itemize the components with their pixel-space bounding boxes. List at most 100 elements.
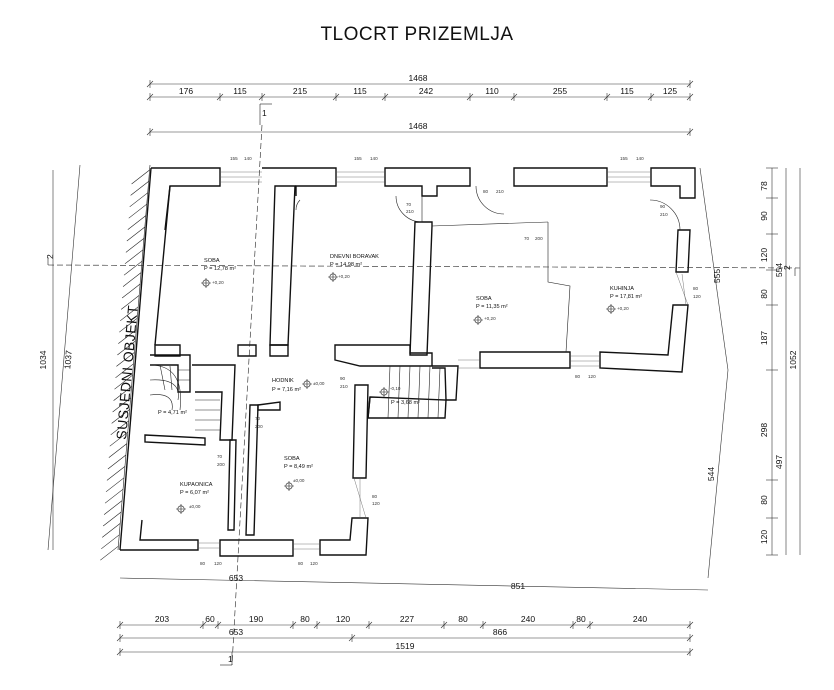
room-hodnik: HODNIK P = 7,16 m² ±0,00 — [272, 378, 325, 393]
svg-text:120: 120 — [588, 374, 596, 379]
svg-text:90: 90 — [660, 204, 666, 209]
svg-text:78: 78 — [759, 181, 769, 191]
svg-text:80: 80 — [372, 494, 378, 499]
dim-top-total-a: 1468 — [409, 73, 428, 83]
svg-text:200: 200 — [255, 424, 263, 429]
svg-text:155: 155 — [620, 156, 628, 161]
dim-top-seg: 255 — [553, 86, 567, 96]
svg-text:200: 200 — [535, 236, 543, 241]
dim-top-seg: 115 — [353, 86, 367, 96]
svg-text:±0,00: ±0,00 — [293, 478, 305, 483]
dim-top-seg: 115 — [620, 86, 634, 96]
svg-text:P = 4,71 m²: P = 4,71 m² — [158, 410, 187, 416]
svg-text:70: 70 — [217, 454, 223, 459]
svg-text:298: 298 — [759, 423, 769, 437]
svg-text:70: 70 — [524, 236, 530, 241]
svg-text:80: 80 — [576, 614, 586, 624]
svg-text:±0,00: ±0,00 — [313, 381, 325, 386]
room-kuhinja: KUHINJA P = 17,81 m² +0,20 — [610, 286, 642, 311]
room-soba-1: SOBA P = 12,78 m² +0,20 — [204, 258, 236, 285]
level-marker-cross — [473, 315, 483, 325]
svg-text:80: 80 — [458, 614, 468, 624]
svg-text:140: 140 — [636, 156, 644, 161]
svg-text:210: 210 — [406, 209, 414, 214]
room-soba-3: SOBA P = 11,35 m² +0,20 — [476, 296, 508, 321]
level-markers — [176, 272, 616, 514]
svg-text:120: 120 — [759, 248, 769, 262]
svg-text:P = 6,07 m²: P = 6,07 m² — [180, 490, 209, 496]
level-marker-cross — [302, 379, 312, 389]
hatch-line — [116, 352, 135, 367]
svg-text:±0,00: ±0,00 — [189, 504, 201, 509]
svg-text:240: 240 — [521, 614, 535, 624]
hatch-line — [115, 363, 134, 379]
svg-text:2: 2 — [45, 254, 55, 259]
svg-text:P = 14,98 m²: P = 14,98 m² — [330, 262, 362, 268]
svg-text:1034: 1034 — [38, 350, 48, 369]
svg-text:P = 7,16 m²: P = 7,16 m² — [272, 387, 301, 393]
svg-text:DNEVNI BORAVAK: DNEVNI BORAVAK — [330, 254, 379, 260]
room-dnevni-boravak: DNEVNI BORAVAK P = 14,98 m² +0,20 — [330, 254, 379, 279]
svg-text:200: 200 — [217, 462, 225, 467]
dim-top-seg: 110 — [485, 86, 499, 96]
svg-text:120: 120 — [693, 294, 701, 299]
hatch-line — [120, 306, 139, 322]
svg-text:120: 120 — [310, 561, 318, 566]
svg-text:70: 70 — [255, 416, 261, 421]
hatch-line — [107, 454, 127, 470]
svg-text:P = 17,81 m²: P = 17,81 m² — [610, 294, 642, 300]
svg-text:P = 8,49 m²: P = 8,49 m² — [284, 464, 313, 470]
svg-text:210: 210 — [660, 212, 668, 217]
svg-text:653: 653 — [229, 573, 243, 583]
dim-top-total-b: 1468 — [409, 121, 428, 131]
svg-text:+0,20: +0,20 — [617, 306, 629, 311]
svg-text:120: 120 — [214, 561, 222, 566]
svg-text:P = 11,35 m²: P = 11,35 m² — [476, 304, 508, 310]
section-mark-top: 1 — [259, 103, 272, 125]
svg-text:P = 12,78 m²: P = 12,78 m² — [204, 266, 236, 272]
hatch-line — [110, 420, 129, 436]
hatch-line — [122, 272, 142, 287]
svg-text:120: 120 — [372, 501, 380, 506]
windows — [198, 171, 689, 550]
svg-text:120: 120 — [336, 614, 350, 624]
hatch-line — [114, 374, 133, 390]
svg-text:851: 851 — [511, 581, 525, 591]
door-swings — [295, 185, 681, 353]
svg-text:190: 190 — [249, 614, 263, 624]
svg-text:240: 240 — [633, 614, 647, 624]
hatch-line — [127, 215, 146, 230]
svg-text:+0,20: +0,20 — [212, 280, 224, 285]
hatch-line — [102, 523, 121, 538]
drawing-title: TLOCRT PRIZEMLJA — [320, 24, 514, 45]
svg-text:155: 155 — [354, 156, 362, 161]
hatch-line — [119, 317, 138, 333]
svg-text:90: 90 — [759, 211, 769, 221]
neighbor-label: SUSJEDNI OBJEKT — [113, 304, 141, 440]
svg-text:544: 544 — [706, 467, 716, 481]
room-stair: P = 4,71 m² — [158, 410, 187, 416]
hatch-line — [111, 409, 130, 424]
level-marker-cross — [284, 481, 294, 491]
svg-text:SOBA: SOBA — [284, 456, 300, 462]
level-marker-cross — [176, 504, 186, 514]
svg-text:1: 1 — [228, 654, 233, 664]
hatch-line — [112, 397, 131, 413]
svg-text:140: 140 — [244, 156, 252, 161]
svg-text:-0,10: -0,10 — [390, 386, 401, 391]
level-marker-cross — [328, 272, 338, 282]
hatch-line — [105, 477, 125, 493]
room-kupaonica: KUPAONICA P = 6,07 m² ±0,00 — [180, 482, 213, 509]
hatch-line — [109, 431, 128, 447]
hatch-line — [113, 386, 132, 401]
svg-text:60: 60 — [205, 614, 215, 624]
hatch-line — [106, 466, 126, 481]
hatch-line — [129, 192, 148, 208]
hatch-line — [126, 226, 146, 242]
svg-text:80: 80 — [298, 561, 304, 566]
svg-text:1037: 1037 — [62, 350, 74, 370]
svg-text:80: 80 — [693, 286, 699, 291]
svg-text:SOBA: SOBA — [204, 258, 220, 264]
